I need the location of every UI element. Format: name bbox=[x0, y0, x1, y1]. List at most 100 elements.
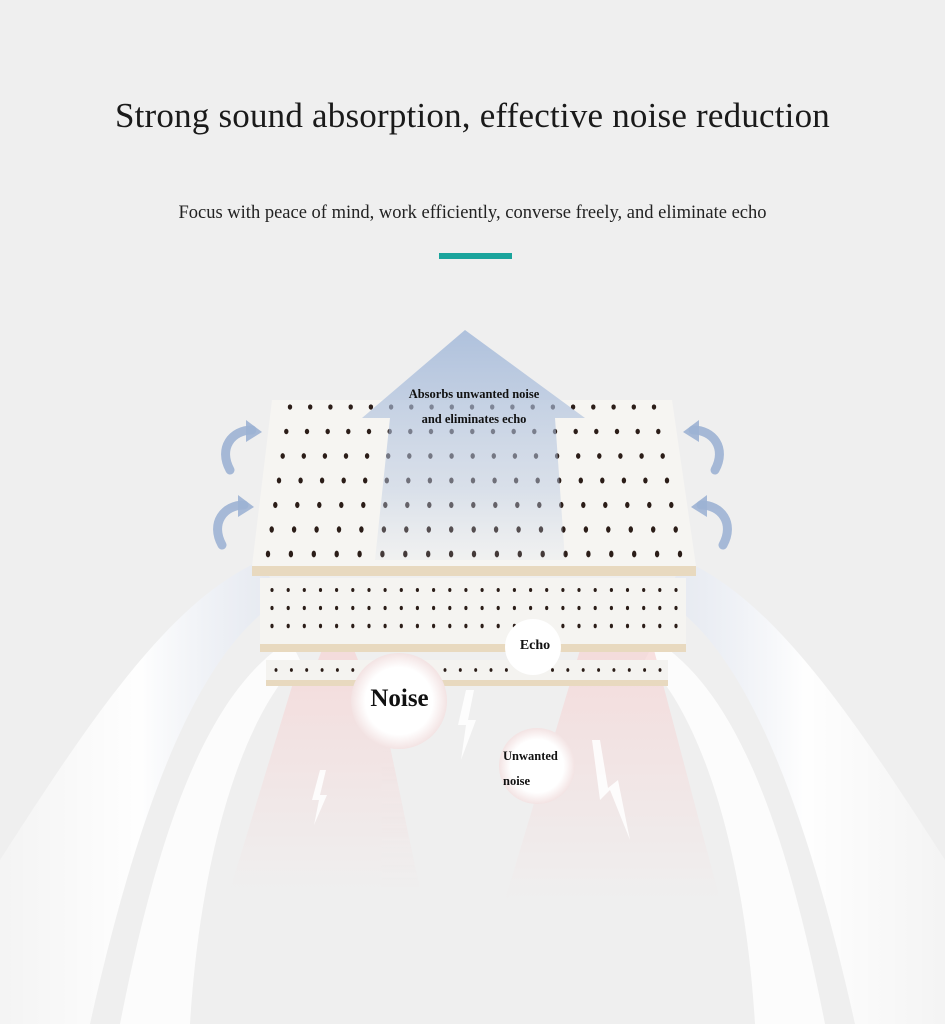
perforation-hole bbox=[632, 550, 637, 558]
perforation-hole bbox=[383, 588, 387, 592]
perforation-hole bbox=[366, 428, 372, 435]
perforation-hole bbox=[399, 588, 403, 592]
acoustic-panel-middle bbox=[260, 578, 686, 652]
perforation-hole bbox=[474, 668, 478, 672]
perforation-hole bbox=[643, 668, 647, 672]
perforation-hole bbox=[480, 623, 484, 629]
perforation-hole bbox=[302, 605, 306, 611]
perforation-hole bbox=[656, 428, 661, 435]
perforation-hole bbox=[367, 588, 371, 592]
perforation-hole bbox=[348, 404, 353, 410]
lightning-icon bbox=[312, 690, 630, 840]
perforation-hole bbox=[586, 550, 591, 558]
perforation-hole bbox=[566, 668, 570, 672]
perforation-hole bbox=[606, 526, 611, 533]
perforation-hole bbox=[577, 588, 581, 592]
perforation-hole bbox=[581, 501, 586, 509]
perforation-hole bbox=[364, 453, 370, 459]
perforation-hole bbox=[635, 428, 640, 435]
perforation-hole bbox=[609, 550, 614, 558]
perforation-hole bbox=[341, 477, 346, 484]
perforation-hole bbox=[504, 668, 508, 672]
perforation-hole bbox=[561, 588, 565, 592]
perforation-hole bbox=[594, 428, 599, 435]
echo-label: Echo bbox=[519, 638, 551, 653]
perforation-hole bbox=[578, 477, 583, 484]
perforation-hole bbox=[363, 477, 368, 484]
perforation-hole bbox=[480, 605, 484, 611]
left-sound-ribbon bbox=[0, 560, 280, 1024]
perforation-hole bbox=[318, 605, 323, 611]
perforation-hole bbox=[399, 623, 403, 629]
perforation-hole bbox=[351, 605, 355, 611]
absorb-arrow bbox=[362, 330, 585, 560]
unwanted-noise-circle bbox=[499, 728, 575, 804]
perforation-hole bbox=[287, 404, 293, 410]
perforation-hole bbox=[335, 588, 339, 592]
perforation-hole bbox=[335, 623, 339, 629]
perforation-hole bbox=[591, 404, 596, 410]
perforation-hole bbox=[308, 404, 313, 410]
perforation-hole bbox=[336, 526, 342, 533]
perforation-hole bbox=[674, 588, 678, 592]
perforation-hole bbox=[280, 453, 285, 459]
perforation-hole bbox=[319, 477, 325, 484]
perforation-hole bbox=[628, 526, 633, 533]
perforation-hole bbox=[295, 501, 300, 509]
perforation-hole bbox=[651, 404, 657, 410]
perforation-hole bbox=[335, 668, 339, 672]
perforation-hole bbox=[302, 588, 306, 592]
perforation-hole bbox=[570, 404, 576, 410]
perforation-hole bbox=[270, 588, 274, 592]
perforation-hole bbox=[304, 428, 310, 435]
perforation-hole bbox=[288, 550, 294, 558]
perforation-hole bbox=[432, 605, 436, 611]
perforation-hole bbox=[625, 623, 630, 629]
perforation-hole bbox=[284, 428, 289, 435]
perforation-hole bbox=[545, 605, 549, 611]
perforation-hole bbox=[448, 605, 452, 611]
perforation-hole bbox=[631, 404, 636, 410]
page-subtitle: Focus with peace of mind, work efficient… bbox=[178, 203, 767, 223]
perforation-hole bbox=[647, 501, 652, 509]
perforation-hole bbox=[480, 588, 484, 592]
perforation-hole bbox=[415, 623, 419, 629]
perforation-hole bbox=[618, 453, 623, 459]
perforation-hole bbox=[639, 453, 644, 459]
perforation-hole bbox=[642, 623, 646, 629]
perforation-hole bbox=[577, 605, 581, 611]
perforation-hole bbox=[432, 588, 436, 592]
perforation-hole bbox=[448, 623, 452, 629]
perforation-hole bbox=[625, 501, 630, 509]
perforation-hole bbox=[458, 668, 462, 672]
perforation-hole bbox=[669, 501, 674, 509]
perforation-hole bbox=[654, 550, 660, 558]
perforation-hole bbox=[346, 428, 351, 435]
perforation-hole bbox=[674, 623, 678, 629]
perforation-hole bbox=[415, 588, 419, 592]
curved-arrow-heads bbox=[238, 420, 707, 517]
perforation-hole bbox=[577, 623, 581, 629]
perforation-hole bbox=[677, 550, 683, 558]
perforation-hole bbox=[625, 605, 630, 611]
echo-circle bbox=[505, 619, 561, 675]
perforation-hole bbox=[367, 605, 371, 611]
perforation-hole bbox=[291, 526, 297, 533]
perforation-hole bbox=[664, 477, 670, 484]
noise-label: Noise bbox=[370, 685, 429, 712]
right-sound-ribbon-inner bbox=[645, 640, 825, 1024]
perforation-hole bbox=[317, 501, 322, 509]
perforation-hole bbox=[674, 605, 678, 611]
perforation-hole bbox=[529, 605, 533, 611]
perforation-hole bbox=[464, 605, 468, 611]
perforation-hole bbox=[611, 404, 616, 410]
perforation-hole bbox=[612, 668, 616, 672]
perforation-hole bbox=[496, 605, 500, 611]
perforation-hole bbox=[464, 588, 468, 592]
perforation-hole bbox=[270, 605, 274, 611]
perforation-hole bbox=[581, 668, 585, 672]
perforation-hole bbox=[597, 668, 601, 672]
perforation-hole bbox=[351, 668, 355, 672]
perforation-hole bbox=[609, 605, 614, 611]
perforation-hole bbox=[270, 623, 274, 629]
